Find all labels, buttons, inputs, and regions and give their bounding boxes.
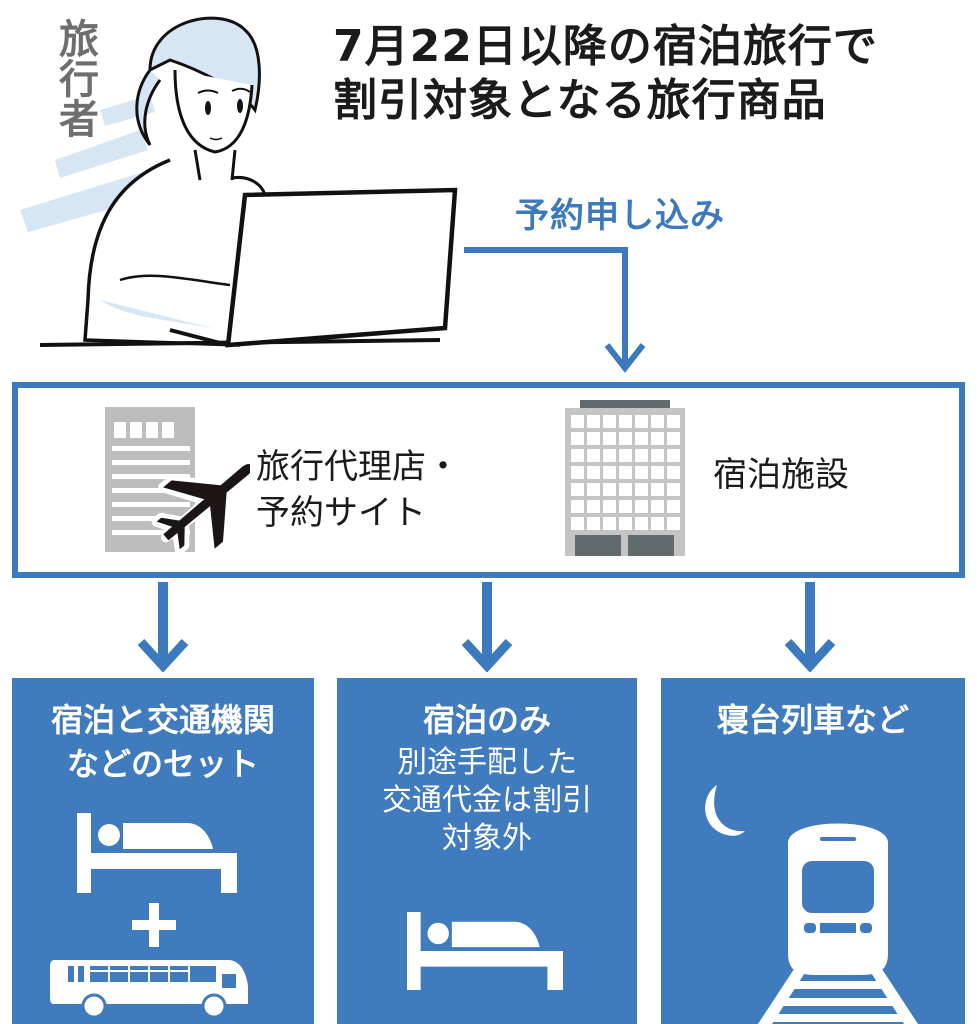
hotel-window <box>587 415 600 428</box>
hotel-window <box>635 466 648 479</box>
hotel-window <box>635 432 648 445</box>
hotel-window <box>651 517 664 530</box>
hotel-window <box>603 449 616 462</box>
hotel-window <box>635 500 648 513</box>
arrow-down-icon <box>461 582 513 672</box>
hotel-window <box>619 432 632 445</box>
panel-note-line-2: 交通代金は割引 <box>382 783 592 818</box>
hotel-window <box>571 483 584 496</box>
hotel-window <box>571 432 584 445</box>
hotel-window <box>571 517 584 530</box>
title-line-2: 割引対象となる旅行商品 <box>333 75 827 126</box>
hotel-window <box>619 466 632 479</box>
panel-title: 寝台列車など <box>716 701 909 739</box>
hotel-window <box>635 517 648 530</box>
hotel-window <box>667 415 680 428</box>
traveler-illustration <box>20 16 458 348</box>
hotel-window <box>667 432 680 445</box>
hotel-window <box>603 500 616 513</box>
arrow-down-icon <box>784 582 836 672</box>
hotel-window <box>587 483 600 496</box>
panel-title-line-1: 宿泊と交通機関 <box>50 701 275 739</box>
hotel-window <box>667 500 680 513</box>
hotel-window <box>587 432 600 445</box>
hotel-window <box>651 449 664 462</box>
hotel-window <box>571 466 584 479</box>
hotel-window <box>587 449 600 462</box>
category-panel-lodging-transport-set: 宿泊と交通機関 などのセット <box>12 678 314 1024</box>
title-line-1: 7月22日以降の宿泊旅行で <box>333 21 878 72</box>
hotel-building-icon <box>565 400 685 556</box>
hotel-window <box>571 500 584 513</box>
hotel-window <box>587 466 600 479</box>
hotel-window <box>651 483 664 496</box>
panel-note: 別途手配した 交通代金は割引 対象外 <box>337 744 637 858</box>
plus-icon <box>132 903 176 947</box>
hotel-window <box>603 415 616 428</box>
category-panel-sleeper-train: 寝台列車など <box>661 678 965 1024</box>
hotel-window <box>667 466 680 479</box>
lodging-facility-label: 宿泊施設 <box>713 455 849 495</box>
hotel-window <box>651 500 664 513</box>
hotel-window <box>619 517 632 530</box>
hotel-window <box>651 466 664 479</box>
bus-icon <box>50 960 248 1018</box>
hotel-window <box>603 517 616 530</box>
reservation-label: 予約申し込み <box>515 196 725 236</box>
hotel-window <box>587 517 600 530</box>
traveler-label: 旅行者 <box>52 18 98 138</box>
hotel-window <box>667 483 680 496</box>
hotel-window <box>667 517 680 530</box>
hotel-window <box>635 483 648 496</box>
building-airplane-icon <box>105 407 250 552</box>
arrow-down-icon <box>137 582 189 672</box>
hotel-window <box>587 500 600 513</box>
panel-title: 宿泊のみ <box>422 701 551 739</box>
hotel-window <box>571 415 584 428</box>
hotel-window <box>619 415 632 428</box>
hotel-window <box>619 500 632 513</box>
travel-agency-label: 旅行代理店・ 予約サイト <box>256 444 460 536</box>
hotel-window <box>571 449 584 462</box>
hotel-window <box>619 449 632 462</box>
panel-note-line-3: 対象外 <box>442 821 532 856</box>
bed-icon <box>77 813 237 893</box>
hotel-window <box>603 483 616 496</box>
moon-icon <box>705 785 745 836</box>
panel-note-line-1: 別途手配した <box>397 745 577 780</box>
panel-title-line-2: などのセット <box>66 745 259 783</box>
bed-icon <box>407 912 563 990</box>
hotel-window <box>619 483 632 496</box>
panel-title: 宿泊と交通機関 などのセット <box>12 698 314 786</box>
hotel-window <box>635 415 648 428</box>
hotel-window <box>635 449 648 462</box>
hotel-window <box>667 449 680 462</box>
hotel-window <box>603 432 616 445</box>
hotel-window <box>651 415 664 428</box>
hotel-window <box>651 432 664 445</box>
train-icon <box>758 823 918 1024</box>
travel-agency-line-2: 予約サイト <box>256 493 426 533</box>
travel-agency-line-1: 旅行代理店・ <box>256 447 460 487</box>
page-title: 7月22日以降の宿泊旅行で 割引対象となる旅行商品 <box>333 20 973 128</box>
hotel-window <box>603 466 616 479</box>
category-panel-lodging-only: 宿泊のみ 別途手配した 交通代金は割引 対象外 <box>337 678 637 1024</box>
